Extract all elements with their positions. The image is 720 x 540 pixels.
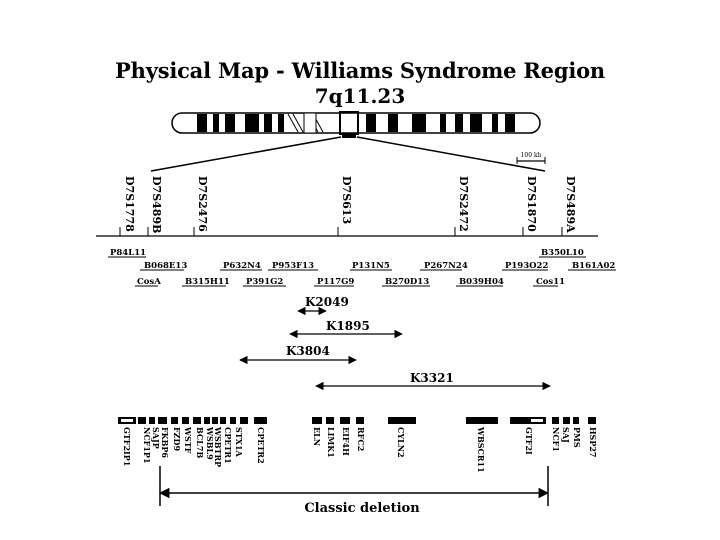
band-label: 7q11.23: [314, 84, 406, 108]
clone-label: B161A02: [572, 261, 615, 271]
gene-label: PMS: [572, 427, 582, 448]
gene-label: GTF2I: [524, 427, 534, 455]
gene-label: EIF4H: [341, 427, 351, 456]
gene-label: CYLN2: [396, 427, 406, 458]
gene-label: LIMK1: [326, 427, 336, 458]
clone-label: P131N5: [352, 261, 390, 271]
gene-label: FZD9: [172, 427, 182, 451]
chromosome-ideogram: [171, 111, 541, 138]
deletion-label: Classic deletion: [304, 501, 420, 516]
gene-label: SAJ: [561, 427, 571, 443]
page-title: Physical Map - Williams Syndrome Region: [115, 58, 605, 83]
gene-label: GTF2IP1: [122, 427, 132, 466]
gene-label: FKBP6: [160, 427, 170, 458]
scale-bar: 100 kb: [516, 152, 546, 164]
marker-label: D7S489A: [564, 176, 577, 233]
clone-label: P193O22: [505, 261, 548, 271]
clone-label: P117G9: [317, 277, 354, 287]
clone-label: B315H11: [185, 277, 230, 287]
clone-label: P632N4: [223, 261, 261, 271]
clone-label: P267N24: [424, 261, 468, 271]
zoom-line-right: [356, 136, 546, 172]
scale-label: 100 kb: [521, 152, 542, 159]
clone-label: CosA: [137, 277, 161, 287]
gene-label: WSBTRP: [213, 426, 223, 467]
marker-label: D7S1870: [525, 176, 538, 232]
marker-label: D7S489B: [150, 176, 163, 233]
clone-label: B270D13: [385, 277, 429, 287]
gene-label: WSBL9: [205, 426, 215, 460]
classic-deletion-bracket: [158, 466, 550, 506]
gene-label: SAJP: [151, 427, 161, 449]
clone-label: B068E13: [144, 261, 187, 271]
gene-blocks: [118, 417, 596, 424]
contig-label: K3321: [410, 371, 454, 385]
marker-ticks: [119, 227, 563, 236]
zoom-line-left: [150, 136, 342, 172]
marker-label: D7S2472: [457, 176, 470, 232]
contig-label: K2049: [305, 295, 349, 309]
clone-label: P84L11: [110, 248, 146, 258]
gene-label: WSTF: [183, 426, 193, 454]
gene-label: CPETR2: [256, 427, 266, 464]
clone-label: B350L10: [541, 248, 584, 258]
gene-label: NCF1P1: [142, 427, 152, 464]
contig-label: K3804: [286, 344, 330, 358]
gene-label: NCF1: [551, 427, 561, 452]
gene-label: WBSCR11: [476, 426, 486, 473]
gene-label: BCL7B: [195, 427, 205, 458]
gene-label: ELN: [312, 427, 322, 446]
clone-label: P953F13: [272, 261, 314, 271]
marker-label: D7S613: [340, 176, 353, 224]
contig-label: K1895: [326, 319, 370, 333]
clone-label: P391G2: [246, 277, 283, 287]
clone-label: B039H04: [459, 277, 504, 287]
clone-label: Cos11: [536, 277, 565, 287]
marker-label: D7S2476: [196, 176, 209, 232]
gene-label: CPETR1: [223, 427, 233, 464]
gene-label: STX1A: [234, 427, 244, 458]
gene-label: HSP27: [588, 427, 598, 457]
marker-label: D7S1778: [123, 176, 136, 232]
gene-label: RFC2: [356, 427, 366, 451]
